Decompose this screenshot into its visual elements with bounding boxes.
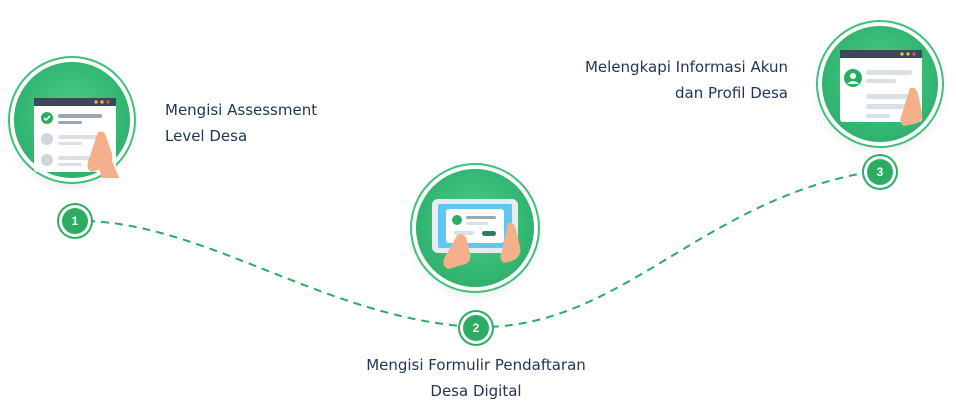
step-1-label: Mengisi Assessment Level Desa (165, 97, 317, 149)
step-3-title: Melengkapi Informasi Akun (584, 58, 788, 76)
step-1-title: Mengisi Assessment (165, 101, 318, 119)
step-2-title: Mengisi Formulir Pendaftaran (366, 356, 586, 374)
step-2-subtitle: Desa Digital (430, 382, 522, 400)
step-3-illustration (822, 26, 938, 142)
step-2-illustration (416, 169, 534, 287)
step-3-number-badge: 3 (867, 159, 893, 185)
step-1-illustration (14, 62, 130, 184)
step-3-subtitle: dan Profil Desa (675, 84, 788, 102)
step-1-number-badge: 1 (62, 208, 88, 234)
step-2-label: Mengisi Formulir Pendaftaran Desa Digita… (360, 352, 592, 404)
tablet-form-icon (432, 199, 521, 269)
profile-browser-icon (840, 50, 923, 126)
checklist-browser-icon (34, 98, 120, 184)
step-2-number-badge: 2 (463, 315, 489, 341)
step-3-label: Melengkapi Informasi Akun dan Profil Des… (560, 54, 788, 106)
step-1-subtitle: Level Desa (165, 127, 248, 145)
